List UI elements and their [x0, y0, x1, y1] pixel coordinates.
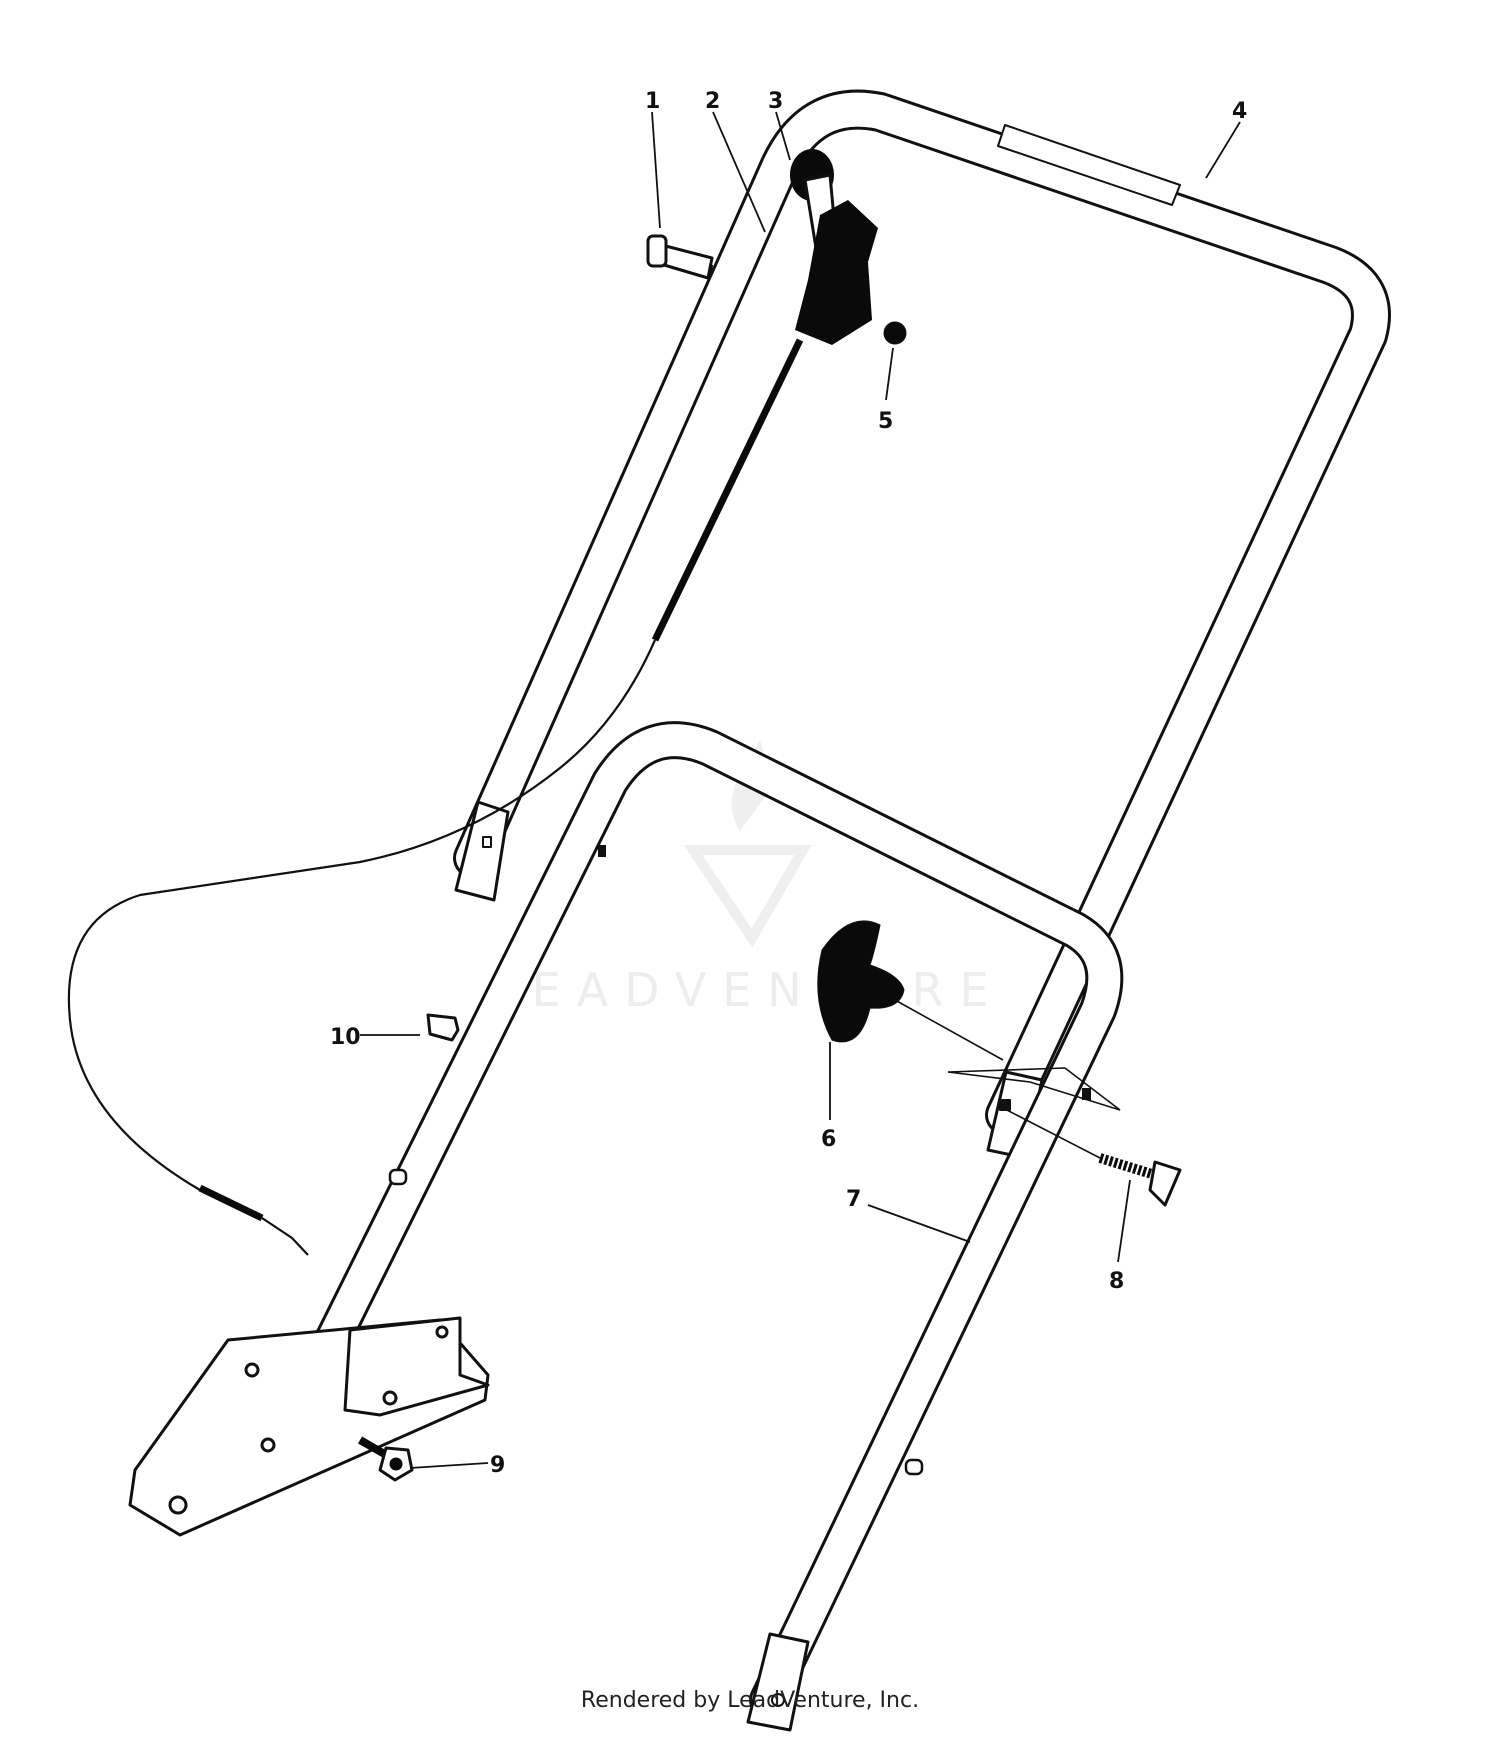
throttle-control: [67, 149, 878, 1256]
leader-2: [712, 111, 766, 233]
hardware: [358, 234, 1182, 1482]
watermark: LEADVENTURE: [490, 740, 1005, 1017]
leader-5: [885, 347, 894, 401]
callout-9: 9: [490, 1453, 505, 1478]
lower-handle-pin-left: [388, 1168, 408, 1186]
lower-handle-bottom-hole: [771, 1693, 785, 1707]
part-6-knob: [817, 920, 905, 1043]
bracket-hole-5: [382, 1390, 398, 1406]
throttle-cable: [67, 639, 657, 1210]
callout-7: 7: [846, 1187, 861, 1212]
watermark-text: LEADVENTURE: [490, 963, 1005, 1017]
grip-band: [997, 124, 1181, 206]
callout-2: 2: [705, 89, 720, 114]
leader-3: [775, 111, 791, 161]
upper-handle-right-hole: [999, 1099, 1011, 1111]
part-1-bolt: [646, 234, 714, 280]
lower-handle-hole-upper: [598, 845, 606, 857]
bracket-hole-1: [244, 1362, 260, 1378]
part-8-carriage-bolt: [1098, 1153, 1182, 1207]
upper-handle-left-hole: [482, 836, 492, 848]
bracket-flange: [343, 1316, 490, 1417]
leader-7: [867, 1204, 971, 1243]
part-9-screw: [358, 1436, 414, 1482]
cable-end-spring: [198, 1184, 264, 1222]
part-5-nut: [883, 321, 907, 345]
lower-handle-pin-right: [904, 1458, 924, 1476]
leader-8: [1117, 1179, 1131, 1263]
callout-10: 10: [330, 1025, 361, 1050]
watermark-v-icon: [683, 845, 812, 948]
bracket-hole-2: [260, 1437, 276, 1453]
callout-5: 5: [878, 409, 893, 434]
callout-8: 8: [1109, 1269, 1124, 1294]
mounting-bracket: [128, 1316, 490, 1537]
upper-handle-core: [456, 92, 1388, 1132]
throttle-cable-sleeve: [651, 338, 804, 642]
assembly-lines: [894, 999, 1121, 1159]
leader-9: [409, 1462, 489, 1469]
callout-4: 4: [1232, 99, 1247, 124]
callout-labels: 1 2 3 4 5 6 7 8 9 10: [330, 89, 1247, 1478]
callout-leaders: [360, 111, 1241, 1469]
leader-1: [651, 111, 661, 229]
callout-1: 1: [645, 89, 660, 114]
callout-6: 6: [821, 1127, 836, 1152]
leader-4: [1205, 121, 1241, 179]
throttle-body: [795, 200, 878, 345]
lower-handle-bottom-end: [746, 1632, 810, 1732]
upper-handle-left-end: [454, 800, 510, 902]
part-10-clip: [426, 1013, 460, 1042]
cable-end-wire: [261, 1217, 309, 1256]
bracket-hole-3: [168, 1495, 188, 1515]
lower-handle-core: [287, 724, 1121, 1716]
bracket-hole-4: [435, 1325, 449, 1339]
lower-handle-hole-side: [1082, 1088, 1091, 1100]
callout-3: 3: [768, 89, 783, 114]
lower-handle: [281, 721, 1124, 1732]
footer-credit: Rendered by LeadVenture, Inc.: [580, 1688, 920, 1713]
